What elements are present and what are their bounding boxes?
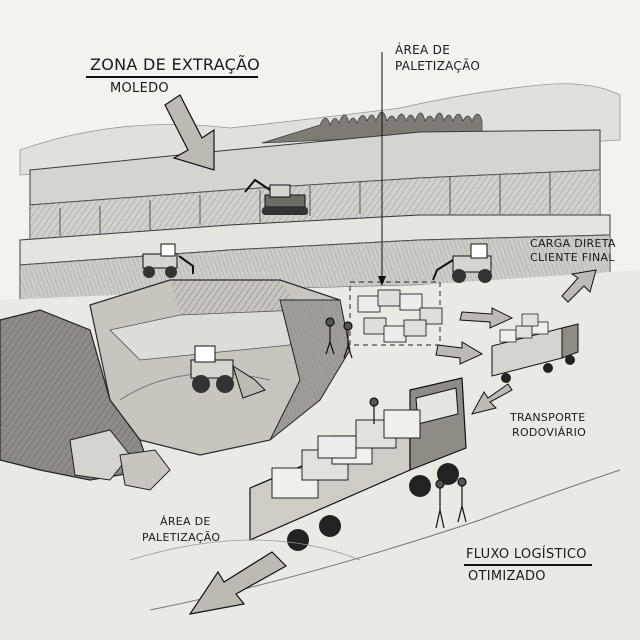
down-left-arrow-icon [471, 383, 513, 415]
up-right-arrow-icon [561, 269, 597, 303]
down-left-arrow-icon [188, 551, 287, 615]
truck-icon [249, 377, 467, 551]
pallet-stacks-top [349, 281, 443, 346]
direct-load-label-line2: CLIENTE FINAL [530, 251, 615, 264]
direct-load-label-line1: CARGA DIRETA [530, 237, 616, 250]
palletization-bottom-label-line2: PALETIZAÇÃO [142, 531, 221, 544]
zone-title-label: ZONA DE EXTRAÇÃO [90, 55, 260, 74]
wheel-loader-icon [432, 243, 492, 283]
worker-icon [325, 317, 353, 359]
road-transport-label-line1: TRANSPORTE [510, 411, 586, 424]
palletization-top-label-line2: PALETIZAÇÃO [395, 59, 481, 73]
zone-subtitle-label: MOLEDO [110, 81, 169, 96]
excavator-icon [244, 178, 308, 215]
road-transport-label-line2: RODOVIÁRIO [512, 426, 587, 439]
left-cliff [0, 309, 171, 491]
truck-icon [491, 313, 579, 383]
right-arrow-icon [435, 307, 514, 365]
wheel-loader-icon [142, 243, 194, 278]
palletization-top-label-line1: ÁREA DE [395, 43, 451, 57]
worker-icon [369, 397, 467, 529]
optimized-flow-label-line2: OTIMIZADO [468, 569, 546, 584]
down-arrow-icon [164, 94, 215, 171]
optimized-flow-label-line1: FLUXO LOGÍSTICO [466, 547, 587, 562]
palletization-bottom-label-line1: ÁREA DE [160, 515, 211, 528]
wheel-loader-icon [190, 345, 266, 399]
